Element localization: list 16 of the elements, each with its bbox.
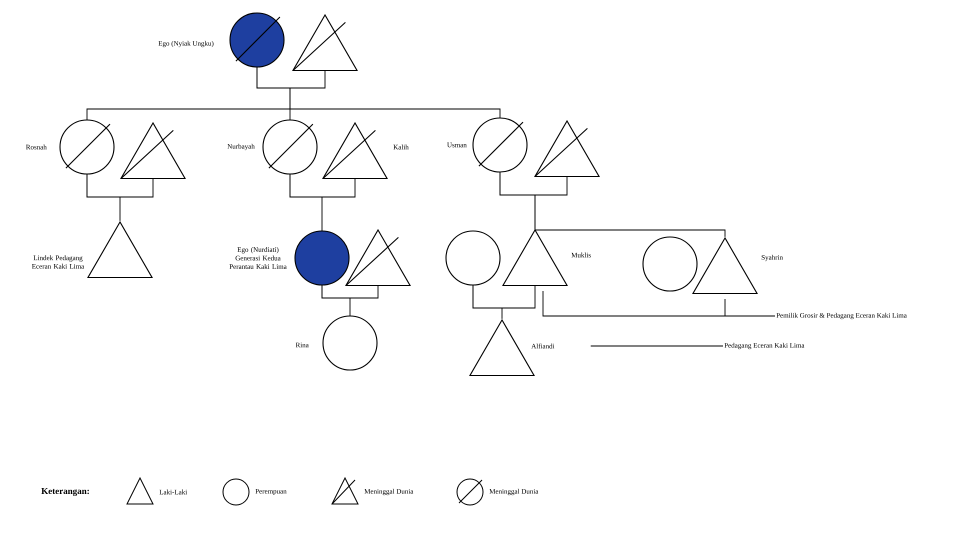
leader-line [724, 298, 776, 316]
crossed-circle-symbol [472, 117, 528, 173]
descent-line [86, 174, 120, 222]
circle-symbol [294, 230, 350, 286]
crossed-circle-symbol [59, 119, 115, 175]
descent-line [322, 285, 350, 316]
descent-line [290, 174, 322, 231]
descent-line [472, 285, 502, 320]
legend-heading: Keterangan: [41, 488, 89, 496]
crossed-circle-symbol [262, 119, 318, 175]
descent-line [500, 172, 726, 238]
descent-line [256, 67, 500, 118]
crossed-circle-symbol [229, 12, 285, 68]
circle-symbol [642, 236, 698, 292]
circle-symbol [322, 315, 378, 371]
circle-symbol [445, 230, 501, 286]
